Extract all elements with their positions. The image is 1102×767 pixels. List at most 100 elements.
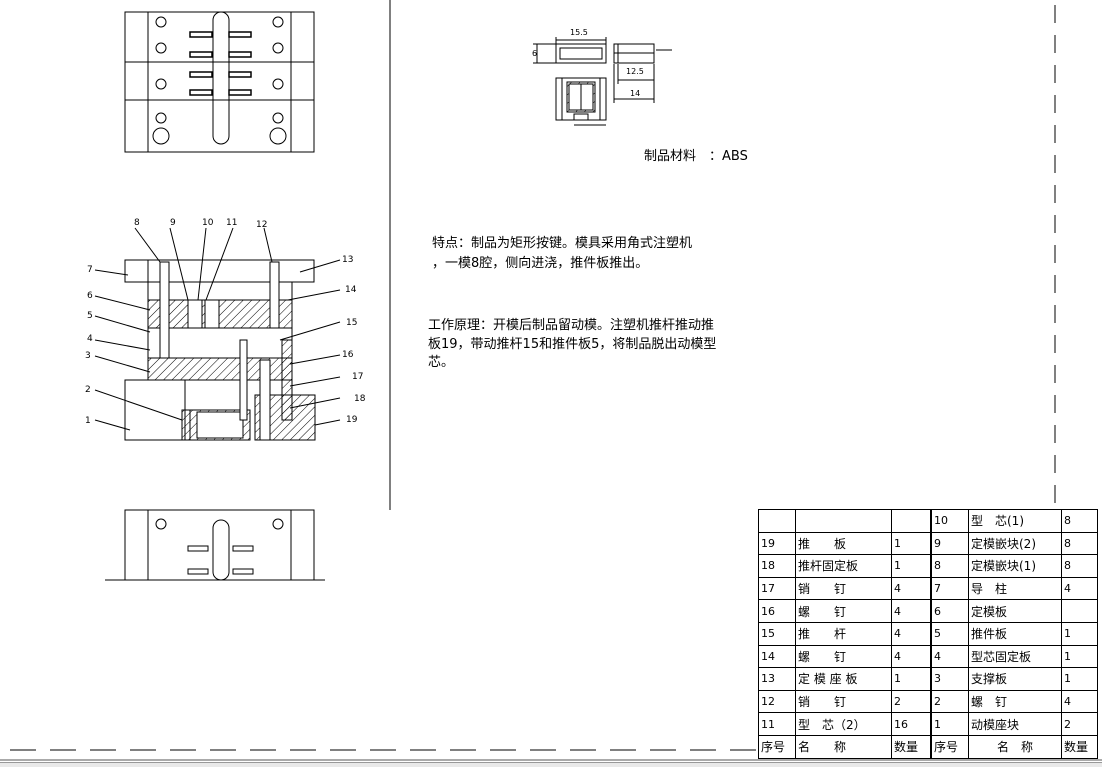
bom-header-qty: 数量 (1061, 734, 1098, 759)
features-line-2: ，一模8腔，侧向进浇，推件板推出。 (432, 256, 649, 271)
bom-seq-cell: 14 (758, 644, 796, 669)
bom-name-cell: 螺 钉 (968, 689, 1062, 714)
bom-seq-cell: 3 (931, 667, 969, 691)
product-material: 制品材料 ：ABS (644, 149, 748, 164)
callout-top: 9 (170, 218, 176, 228)
bom-seq-cell: 7 (931, 576, 969, 601)
principle-line-3: 芯。 (428, 355, 455, 370)
callout-left: 7 (87, 265, 93, 275)
bom-qty-cell: 8 (1061, 531, 1098, 556)
callout-left: 5 (87, 311, 93, 321)
bom-qty-cell: 4 (1061, 576, 1098, 601)
bom-qty-cell: 8 (1061, 554, 1098, 578)
top-plan-view (124, 11, 315, 153)
callout-top: 8 (134, 218, 140, 228)
bom-seq-cell (758, 509, 796, 533)
bom-name-cell: 销 钉 (795, 689, 892, 714)
bom-name-cell: 导 柱 (968, 576, 1062, 601)
bom-name-cell: 螺 钉 (795, 599, 892, 623)
dimension-label-15-5: 15.5 (570, 28, 588, 37)
callout-top: 10 (202, 218, 214, 228)
bom-name-cell: 定 模 座 板 (795, 667, 892, 691)
bom-seq-cell: 8 (931, 554, 969, 578)
bom-seq-cell: 15 (758, 621, 796, 646)
callout-right: 17 (352, 372, 364, 382)
bom-header-name: 名 称 (968, 734, 1062, 759)
callout-left: 2 (85, 385, 91, 395)
callout-left: 1 (85, 416, 91, 426)
callout-right: 15 (346, 318, 358, 328)
bom-name-cell: 型芯固定板 (968, 644, 1062, 669)
bom-name-cell: 推 板 (795, 531, 892, 556)
bom-name-cell: 螺 钉 (795, 644, 892, 669)
bom-qty-cell: 2 (1061, 712, 1098, 736)
bom-row (758, 509, 931, 533)
bom-qty-cell (1061, 599, 1098, 623)
bom-name-cell: 推杆固定板 (795, 554, 892, 578)
bom-qty-cell: 1 (1061, 644, 1098, 669)
callout-left: 3 (85, 351, 91, 361)
bom-name-cell: 支撑板 (968, 667, 1062, 691)
bom-name-cell: 推 杆 (795, 621, 892, 646)
bom-seq-cell: 13 (758, 667, 796, 691)
bom-header-qty: 数量 (891, 734, 931, 759)
bom-qty-cell: 1 (891, 531, 931, 556)
bom-seq-cell: 5 (931, 621, 969, 646)
callout-top: 11 (226, 218, 238, 228)
bottom-border-strip (0, 762, 1102, 767)
bom-name-cell: 定模板 (968, 599, 1062, 623)
bom-name-cell: 型 芯（2） (795, 712, 892, 736)
bottom-plan-view (105, 509, 325, 581)
bom-qty-cell: 8 (1061, 509, 1098, 533)
bom-seq-cell: 4 (931, 644, 969, 669)
bom-qty-cell: 1 (891, 554, 931, 578)
callout-right: 13 (342, 255, 354, 265)
bom-qty-cell: 4 (891, 644, 931, 669)
features-line-1: 特点：制品为矩形按键。模具采用角式注塑机 (432, 236, 693, 251)
bom-name-cell: 动模座块 (968, 712, 1062, 736)
bom-name-cell (795, 509, 892, 533)
callout-right: 14 (345, 285, 357, 295)
callout-right: 16 (342, 350, 354, 360)
dimension-label-12-5: 12.5 (626, 67, 644, 76)
bom-qty-cell: 4 (891, 621, 931, 646)
bom-header-row: 序号 名 称 数量 (758, 734, 931, 759)
bom-seq-cell: 2 (931, 689, 969, 714)
dimension-label-14: 14 (630, 89, 641, 98)
bom-qty-cell: 1 (1061, 667, 1098, 691)
bom-header-seq: 序号 (931, 734, 969, 759)
bom-seq-cell: 17 (758, 576, 796, 601)
section-view (94, 227, 341, 441)
callout-top: 12 (256, 220, 268, 230)
bom-qty-cell: 4 (1061, 689, 1098, 714)
callout-right: 18 (354, 394, 366, 404)
bom-qty-cell: 1 (891, 667, 931, 691)
callout-left: 4 (87, 334, 93, 344)
bom-name-cell: 定模嵌块(2) (968, 531, 1062, 556)
bom-name-cell: 定模嵌块(1) (968, 554, 1062, 578)
bom-seq-cell: 10 (931, 509, 969, 533)
principle-line-2: 板19，带动推杆15和推件板5，将制品脱出动模型 (428, 337, 717, 352)
product-views (533, 37, 672, 126)
bom-seq-cell: 18 (758, 554, 796, 578)
bom-qty-cell: 4 (891, 599, 931, 623)
